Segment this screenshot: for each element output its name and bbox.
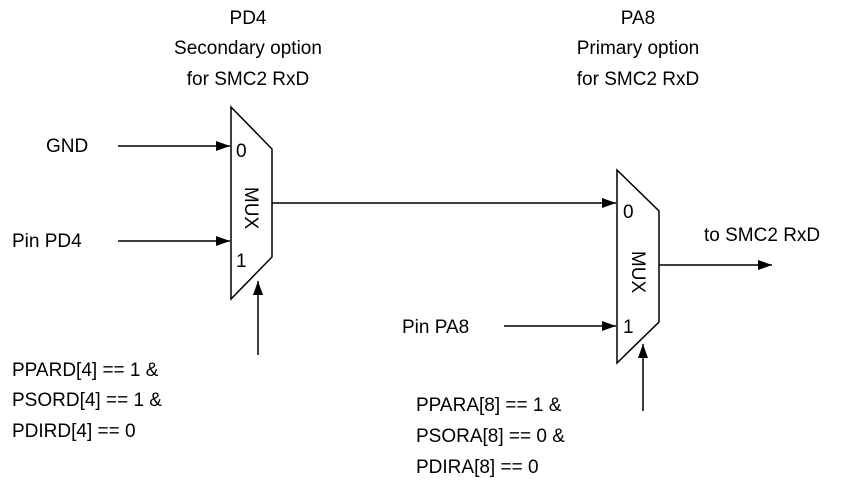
right-mux-label: MUX bbox=[627, 251, 648, 294]
right-mux-select-line-2: PSORA[8] == 0 & bbox=[416, 426, 565, 447]
left-mux-input0-index: 0 bbox=[236, 141, 247, 162]
left-mux-select-line-1: PPARD[4] == 1 & bbox=[12, 360, 159, 381]
left-mux-input0-source: GND bbox=[46, 136, 88, 157]
left-mux-title-2: Secondary option bbox=[174, 38, 322, 59]
right-mux-select-line-3: PDIRA[8] == 0 bbox=[416, 457, 539, 478]
left-mux-shape bbox=[230, 105, 273, 301]
right-mux-input1-source: Pin PA8 bbox=[402, 317, 469, 338]
right-mux-input0-index: 0 bbox=[623, 202, 634, 223]
right-mux-title-1: PA8 bbox=[621, 8, 656, 29]
left-mux-title-3: for SMC2 RxD bbox=[187, 69, 309, 90]
left-mux-title-1: PD4 bbox=[230, 8, 267, 29]
right-mux-shape bbox=[616, 168, 660, 365]
right-mux-title-3: for SMC2 RxD bbox=[577, 69, 699, 90]
left-mux-input1-source: Pin PD4 bbox=[12, 231, 82, 252]
right-mux-title-2: Primary option bbox=[577, 38, 700, 59]
left-mux-select-line-3: PDIRD[4] == 0 bbox=[12, 421, 136, 442]
right-mux-select-line-1: PPARA[8] == 1 & bbox=[416, 395, 562, 416]
left-mux-input1-index: 1 bbox=[236, 251, 247, 272]
right-mux-input1-index: 1 bbox=[623, 317, 634, 338]
left-mux-select-line-2: PSORD[4] == 1 & bbox=[12, 390, 162, 411]
right-mux-output-label: to SMC2 RxD bbox=[704, 225, 820, 246]
left-mux-label: MUX bbox=[240, 187, 261, 230]
